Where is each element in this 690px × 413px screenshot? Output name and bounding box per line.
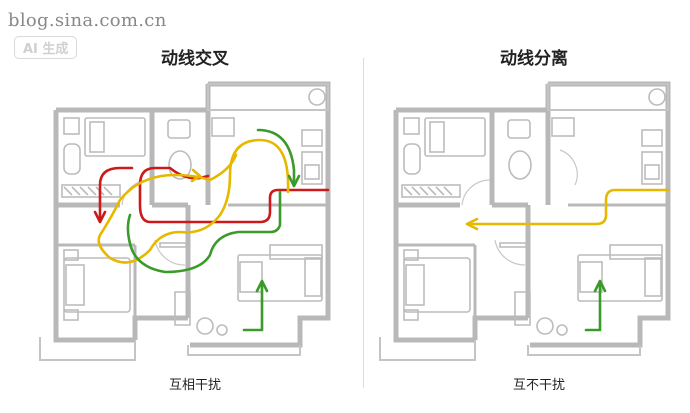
- left-green-flow: [126, 128, 296, 274]
- left-red-arrowhead: [93, 210, 107, 224]
- right-panel-caption: 互不干扰: [513, 378, 566, 393]
- panel-divider: [363, 58, 364, 388]
- right-yellow-arrowhead: [465, 217, 479, 231]
- right-flow-lines: [465, 188, 670, 332]
- left-yellow-flow: [97, 138, 290, 264]
- left-balconies: [39, 83, 329, 361]
- left-green-arrowhead-2: [255, 279, 269, 293]
- right-walls: [393, 81, 671, 348]
- left-yellow-arrowhead: [190, 168, 202, 183]
- right-yellow-flow: [466, 188, 670, 226]
- right-panel-title: 动线分离: [500, 49, 568, 69]
- left-flow-lines: [93, 128, 330, 332]
- right-balconies: [379, 83, 669, 361]
- left-red-flow: [98, 166, 330, 224]
- left-panel-title: 动线交叉: [161, 49, 229, 69]
- left-green-flow-2: [242, 280, 264, 332]
- right-green-arrowhead: [593, 279, 607, 293]
- left-panel-caption: 互相干扰: [169, 378, 222, 393]
- left-furniture: [61, 88, 326, 336]
- ai-generated-badge: AI 生成: [14, 36, 78, 59]
- right-doors: [461, 149, 578, 266]
- watermark-text: blog.sina.com.cn: [8, 10, 167, 31]
- right-furniture: [401, 88, 666, 336]
- left-green-arrowhead-1: [287, 174, 301, 188]
- right-green-flow: [584, 280, 602, 332]
